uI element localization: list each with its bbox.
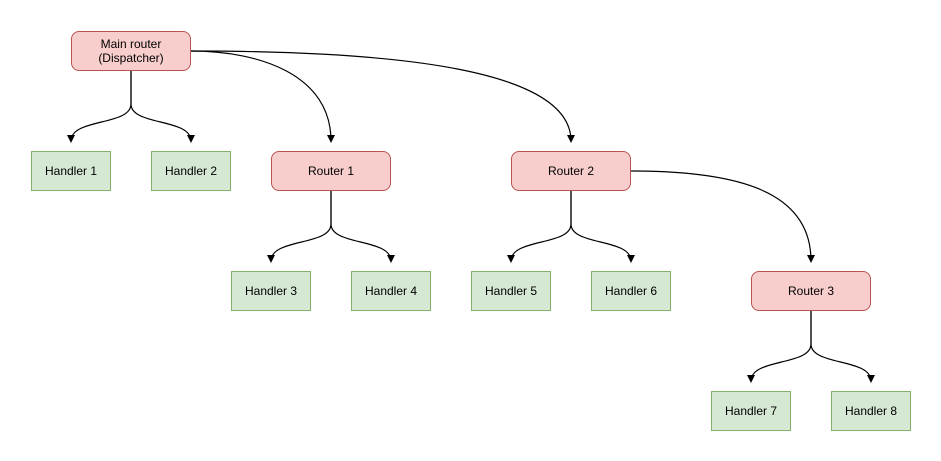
node-label-handler7: Handler 7	[724, 404, 778, 418]
node-label-handler5: Handler 5	[484, 284, 538, 298]
edge-router2-to-router3	[630, 170, 815, 263]
node-label-handler6: Handler 6	[604, 284, 658, 298]
node-handler4[interactable]: Handler 4	[351, 271, 431, 311]
edge-router3-to-handler8	[810, 311, 875, 383]
node-handler7[interactable]: Handler 7	[711, 391, 791, 431]
node-handler2[interactable]: Handler 2	[151, 151, 231, 191]
edge-main_router-to-handler2	[130, 71, 195, 143]
node-handler8[interactable]: Handler 8	[831, 391, 911, 431]
node-label-handler3: Handler 3	[244, 284, 298, 298]
edge-main_router-to-handler1	[67, 71, 132, 143]
node-router1[interactable]: Router 1	[271, 151, 391, 191]
node-label-handler1: Handler 1	[44, 164, 98, 178]
edges-group	[67, 50, 875, 383]
edge-router1-to-handler3	[267, 191, 332, 263]
node-label-router2: Router 2	[547, 164, 595, 178]
node-label-handler4: Handler 4	[364, 284, 418, 298]
edge-main_router-to-router1	[190, 50, 335, 143]
node-label-handler2: Handler 2	[164, 164, 218, 178]
node-handler6[interactable]: Handler 6	[591, 271, 671, 311]
edge-router2-to-handler6	[570, 191, 635, 263]
node-router2[interactable]: Router 2	[511, 151, 631, 191]
node-label-main_router: Main router (Dispatcher)	[98, 37, 164, 65]
edge-router2-to-handler5	[507, 191, 572, 263]
edge-router3-to-handler7	[747, 311, 812, 383]
edge-main_router-to-router2	[190, 50, 575, 143]
node-handler1[interactable]: Handler 1	[31, 151, 111, 191]
node-label-handler8: Handler 8	[844, 404, 898, 418]
node-label-router3: Router 3	[787, 284, 835, 298]
node-main_router[interactable]: Main router (Dispatcher)	[71, 31, 191, 71]
node-router3[interactable]: Router 3	[751, 271, 871, 311]
node-label-router1: Router 1	[307, 164, 355, 178]
node-handler5[interactable]: Handler 5	[471, 271, 551, 311]
node-handler3[interactable]: Handler 3	[231, 271, 311, 311]
edge-router1-to-handler4	[330, 191, 395, 263]
